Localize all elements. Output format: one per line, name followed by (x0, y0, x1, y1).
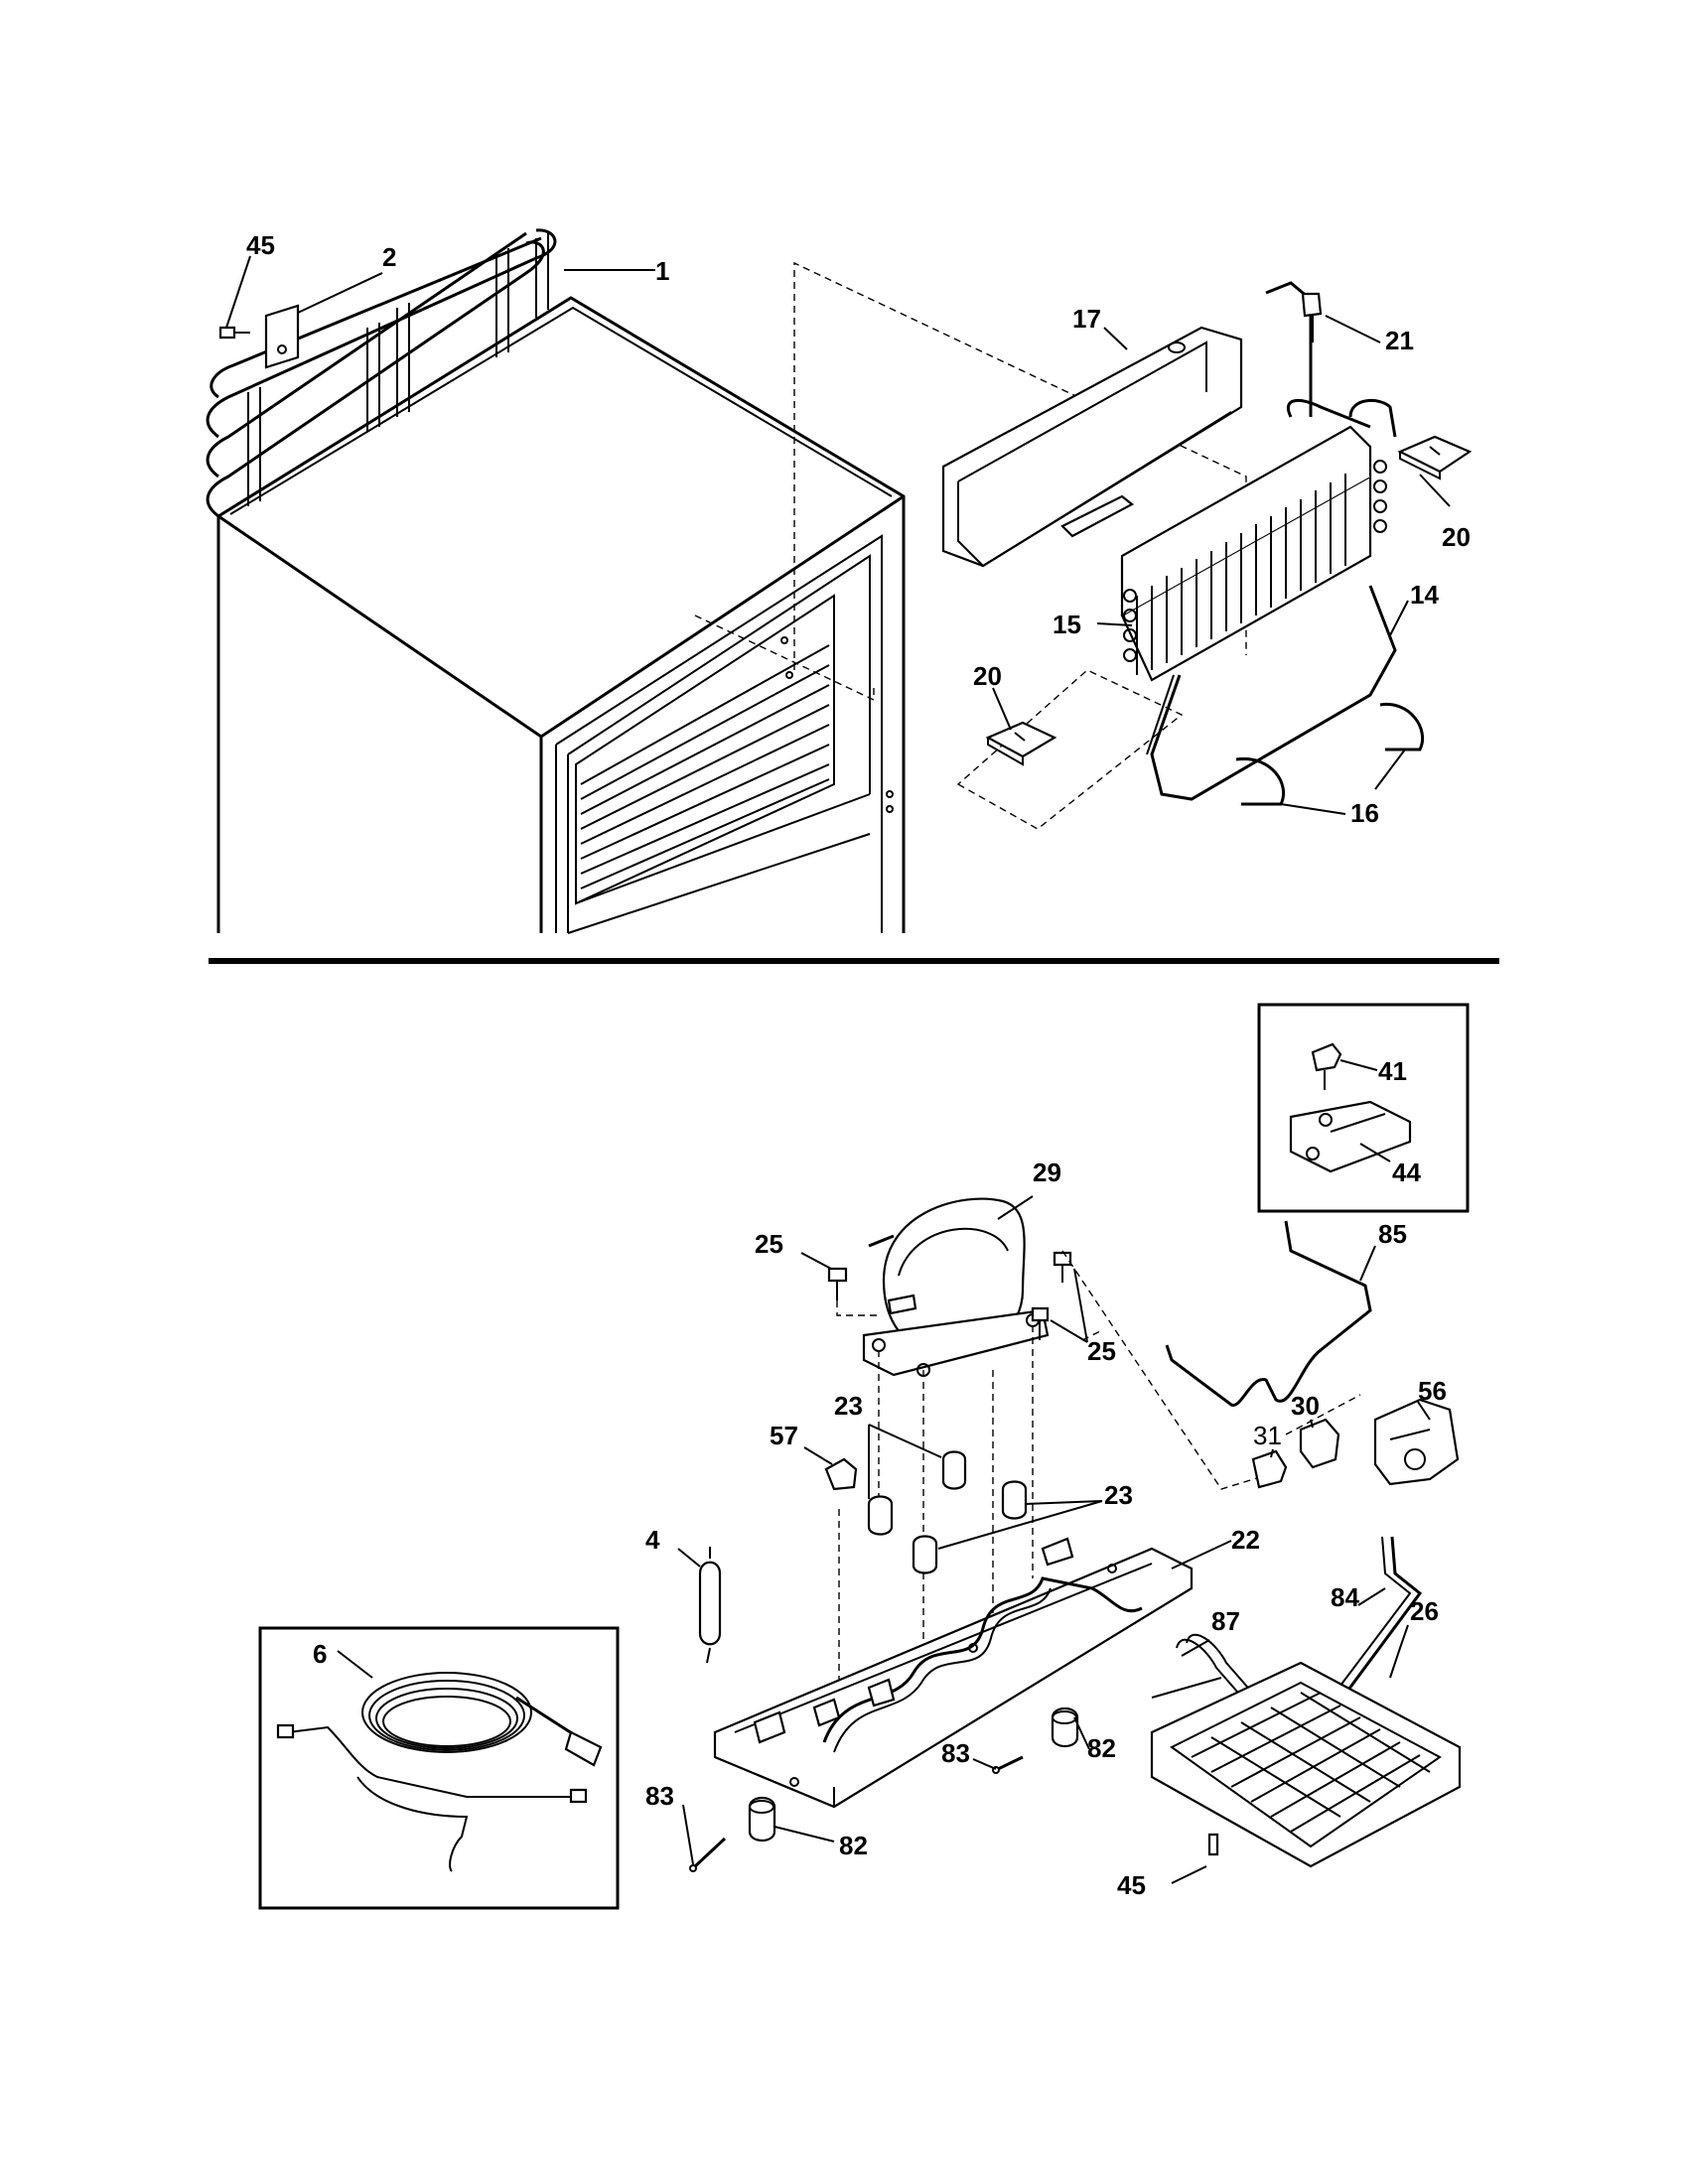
condenser-coil (206, 228, 557, 518)
callout-84: 84 (1331, 1582, 1359, 1612)
pin-right (992, 1755, 1024, 1774)
callout-26: 26 (1410, 1596, 1439, 1626)
terminal-cover (1373, 1398, 1460, 1486)
callout-6: 6 (313, 1639, 327, 1669)
callout-29: 29 (1033, 1158, 1061, 1187)
drain-pan-grid (1191, 1692, 1431, 1833)
callout-23-upper: 23 (834, 1391, 863, 1421)
tube-clip (824, 1457, 858, 1491)
callout-20-left: 20 (973, 661, 1002, 691)
foot-left (748, 1796, 776, 1843)
callout-45-bottom: 45 (1117, 1870, 1146, 1900)
callout-82-right: 82 (1087, 1733, 1116, 1763)
callout-20-right: 20 (1442, 522, 1471, 552)
filter-drier (698, 1547, 722, 1664)
assembly-guides-bottom (836, 1250, 1361, 1707)
fitting (1265, 281, 1323, 342)
callout-85: 85 (1378, 1219, 1407, 1249)
liner-ridges (580, 644, 830, 889)
callout-17: 17 (1072, 304, 1101, 334)
callout-57: 57 (770, 1421, 798, 1450)
heater-clips (1235, 703, 1425, 806)
assembly-guide-feet (956, 669, 1184, 830)
cabinet (216, 296, 906, 934)
evaporator-cover (941, 326, 1243, 568)
pin-left (689, 1837, 727, 1872)
callout-56: 56 (1418, 1376, 1447, 1406)
overload (1251, 1449, 1288, 1489)
callout-41: 41 (1378, 1056, 1407, 1086)
callout-1: 1 (655, 256, 669, 286)
leaders-top (225, 255, 1451, 815)
compressor (862, 1197, 1050, 1377)
callout-31: 31 (1253, 1421, 1282, 1450)
pad-left (985, 721, 1057, 766)
inset-bracket (1257, 1003, 1470, 1213)
callout-83-left: 83 (645, 1781, 674, 1811)
screw-bottom (1207, 1833, 1219, 1856)
foot-right (1051, 1706, 1079, 1748)
inset-power-cord (258, 1626, 620, 1910)
callout-25-left: 25 (755, 1229, 783, 1259)
grommets (867, 1450, 1028, 1574)
callout-15: 15 (1053, 610, 1081, 639)
pad-right (1397, 435, 1473, 480)
screw (218, 326, 250, 340)
discharge-tube (1165, 1220, 1372, 1407)
drain-pan (1150, 1661, 1462, 1868)
assembly-guide-top-2 (694, 614, 875, 702)
callout-82-left: 82 (839, 1831, 868, 1860)
evaporator (1120, 298, 1397, 682)
leaders-bottom (337, 1059, 1431, 1884)
callout-2: 2 (382, 242, 396, 272)
defrost-heater (1146, 585, 1397, 801)
callout-21: 21 (1385, 326, 1414, 355)
callout-16: 16 (1350, 798, 1379, 828)
callout-25-right: 25 (1087, 1336, 1116, 1366)
callout-83-right: 83 (941, 1738, 970, 1768)
callout-30: 30 (1291, 1391, 1320, 1421)
callout-4: 4 (645, 1525, 660, 1555)
callout-87: 87 (1211, 1606, 1240, 1636)
mount-bolts (827, 1251, 1072, 1340)
callout-45-top: 45 (246, 230, 275, 260)
base-pan (713, 1537, 1194, 1809)
assembly-guide-top (793, 261, 1247, 670)
bracket (264, 304, 300, 369)
callout-44: 44 (1392, 1158, 1421, 1187)
callout-22: 22 (1231, 1525, 1260, 1555)
relay (1299, 1418, 1340, 1469)
callout-14: 14 (1410, 580, 1439, 610)
top-section: 45 2 1 17 21 20 15 14 20 16 (206, 228, 1473, 934)
bottom-section: 41 44 29 85 25 25 56 30 31 23 57 23 4 22… (258, 1003, 1470, 1910)
callout-23-lower: 23 (1104, 1480, 1133, 1510)
